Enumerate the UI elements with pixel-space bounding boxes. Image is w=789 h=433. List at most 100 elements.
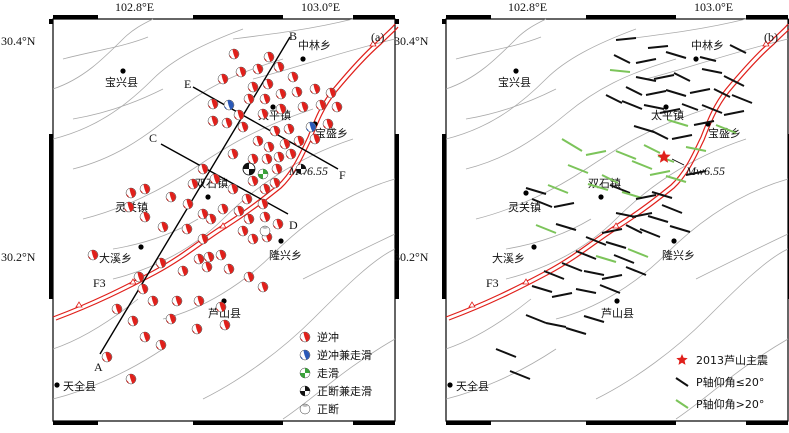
town-marker <box>205 194 211 200</box>
legend-symbol <box>299 385 311 397</box>
focal-mechanism <box>101 351 113 363</box>
profile-line-ef <box>192 86 339 170</box>
legend-label: P轴仰角≤20° <box>696 375 764 389</box>
frame-scale-bar <box>746 421 788 425</box>
p-axis-bar <box>699 56 717 62</box>
p-axis-bar <box>625 86 643 96</box>
geologic-line <box>52 28 244 140</box>
focal-mechanism <box>241 193 253 205</box>
thrust-tooth <box>129 278 137 285</box>
profile-point-label: C <box>149 131 157 145</box>
focal-mechanism <box>191 323 203 335</box>
fault-label: F3 <box>93 276 106 290</box>
frame-scale-bar <box>49 134 53 299</box>
lon-label: 102.8°E <box>508 0 547 14</box>
p-axis-bar <box>701 68 723 74</box>
town-label: 隆兴乡 <box>269 248 302 262</box>
geologic-line <box>675 338 789 420</box>
focal-mechanism <box>182 198 194 210</box>
frame-scale-bar <box>746 15 788 19</box>
focal-mechanism <box>247 175 259 187</box>
focal-mechanism <box>193 295 205 307</box>
geologic-line <box>52 18 154 90</box>
p-axis-bar <box>613 254 635 264</box>
town-label: 中林乡 <box>691 38 724 52</box>
legend-label: 逆冲 <box>317 330 339 344</box>
geologic-line <box>505 138 747 280</box>
focal-mechanism <box>252 135 264 147</box>
mainshock-star <box>657 150 671 163</box>
focal-mechanism <box>259 211 271 223</box>
p-axis-bar <box>615 37 637 41</box>
town-label: 隆兴乡 <box>662 248 695 262</box>
p-axis-bar <box>545 322 567 328</box>
p-axis-bar <box>509 370 531 380</box>
focal-mechanism <box>201 261 213 273</box>
town-marker <box>598 194 604 200</box>
focal-mechanism <box>125 373 137 385</box>
p-axis-bar <box>649 170 671 176</box>
town-label: 大溪乡 <box>492 251 525 265</box>
p-axis-bar <box>665 175 687 183</box>
p-axis-bar <box>583 270 605 276</box>
p-axis-bar <box>525 314 547 324</box>
focal-mechanism <box>257 168 269 180</box>
focal-mechanism <box>237 121 249 133</box>
town-label: 宝兴县 <box>498 75 531 89</box>
focal-mechanism <box>279 138 291 150</box>
p-axis-bar <box>635 194 657 200</box>
p-axis-bar <box>681 103 699 111</box>
p-axis-bar <box>665 51 687 59</box>
town-label: 天全县 <box>456 379 489 393</box>
p-axis-bar <box>685 170 707 176</box>
p-axis-bar <box>661 204 683 214</box>
focal-mechanism <box>197 163 209 175</box>
focal-mechanism <box>309 133 321 145</box>
focal-mechanism <box>155 339 167 351</box>
geologic-line <box>625 18 747 40</box>
p-axis-bar <box>531 198 553 208</box>
focal-mechanism <box>237 225 249 237</box>
p-axis-bar <box>595 255 617 263</box>
legend-symbol <box>299 403 311 415</box>
geologic-line <box>282 338 396 420</box>
focal-mechanism <box>259 183 271 195</box>
focal-mechanism <box>139 331 151 343</box>
p-axis-bar <box>635 76 657 82</box>
profile-point-label: F <box>339 168 346 182</box>
p-axis-bar <box>543 270 565 280</box>
focal-mechanism <box>171 295 183 307</box>
focal-mechanism <box>305 121 317 133</box>
focal-mechanism <box>217 203 229 215</box>
legend-symbol <box>675 377 689 387</box>
focal-mechanism <box>322 118 334 130</box>
focal-mechanism <box>215 301 227 313</box>
focal-mechanism <box>275 103 287 115</box>
legend-symbol <box>299 331 311 343</box>
focal-mechanism <box>137 283 149 295</box>
focal-mechanism <box>273 61 285 73</box>
focal-mechanism <box>139 183 151 195</box>
town-label: 太平镇 <box>651 108 684 122</box>
p-axis-bar <box>561 262 583 272</box>
p-axis-bar <box>601 228 623 234</box>
focal-mechanism <box>209 173 221 185</box>
geologic-line <box>112 218 199 250</box>
p-axis-bar <box>625 266 647 276</box>
focal-mechanism <box>228 48 240 60</box>
town-marker <box>447 382 453 388</box>
focal-mechanism <box>111 303 123 315</box>
focal-mechanism <box>243 93 255 105</box>
town-label: 大溪乡 <box>99 251 132 265</box>
focal-mechanism <box>271 163 283 175</box>
focal-mechanism <box>87 249 99 261</box>
lat-label: 30.4°N <box>394 34 429 48</box>
p-axis-bar <box>609 184 631 194</box>
p-axis-bar <box>587 183 609 191</box>
p-axis-bar <box>627 248 649 258</box>
frame-scale-bar <box>395 134 399 299</box>
focal-mechanism <box>247 153 259 165</box>
focal-mechanism <box>197 208 209 220</box>
